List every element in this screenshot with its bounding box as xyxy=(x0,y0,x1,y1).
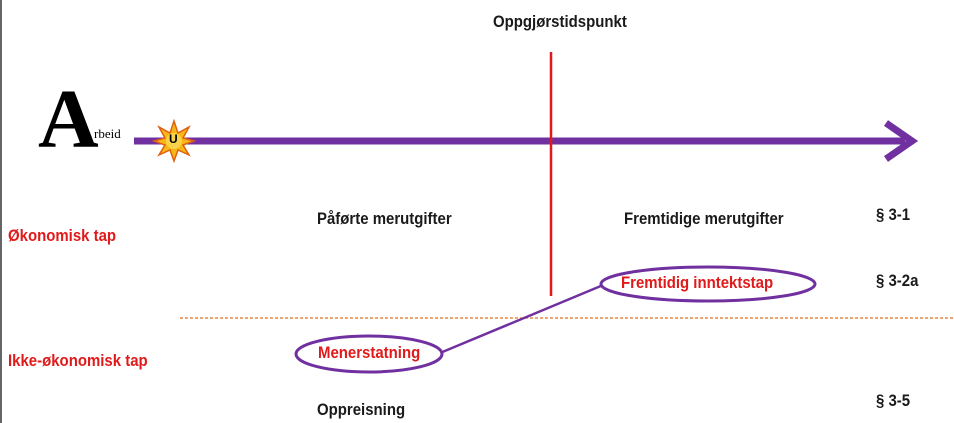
past-expenses-label: Påførte merutgifter xyxy=(317,209,452,228)
left-border xyxy=(0,0,2,423)
injury-star-icon xyxy=(151,118,197,164)
section-3-5-label: § 3-5 xyxy=(876,391,911,410)
timeline-arrow-head xyxy=(884,120,919,162)
section-3-2a-label: § 3-2a xyxy=(876,271,919,290)
timeline-initial: A xyxy=(38,73,99,166)
non-economic-loss-label: Ikke-økonomisk tap xyxy=(8,351,148,370)
injury-marker-label: U xyxy=(169,132,178,146)
future-expenses-label: Fremtidige merutgifter xyxy=(624,209,784,228)
connector-line xyxy=(439,281,609,355)
menerstatning-label: Menerstatning xyxy=(318,343,421,362)
section-3-1-label: § 3-1 xyxy=(876,205,911,224)
menerstatning-ellipse xyxy=(294,334,444,374)
timeline-subscript: rbeid xyxy=(94,126,121,141)
oppreisning-label: Oppreisning xyxy=(317,400,406,419)
future-income-ellipse xyxy=(599,265,817,303)
settlement-label: Oppgjørstidspunkt xyxy=(493,12,627,31)
economic-loss-label: Økonomisk tap xyxy=(8,226,117,245)
future-income-loss-label: Fremtidig inntektstap xyxy=(621,273,774,292)
